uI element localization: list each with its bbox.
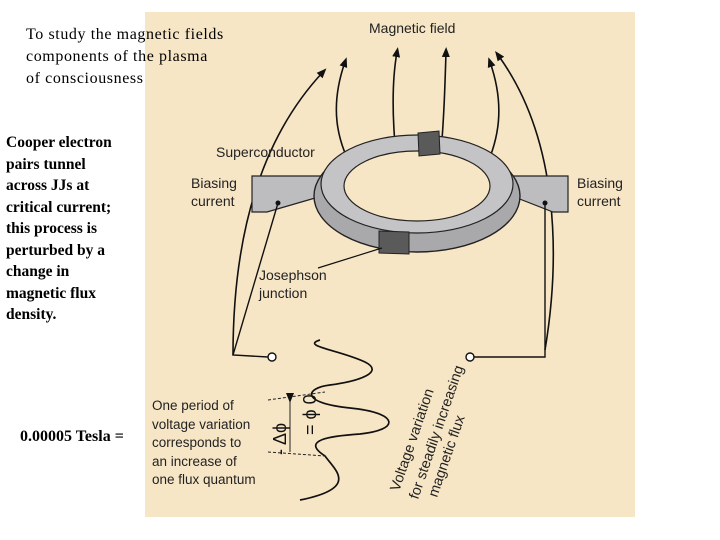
wire-right <box>474 203 546 358</box>
slide-title: To study the magnetic fields components … <box>26 26 224 87</box>
ring-hole <box>343 150 491 222</box>
josephson-junction-top <box>417 130 441 157</box>
terminal-right <box>465 352 475 362</box>
superconductor-ring <box>251 130 569 255</box>
ring-lead-left <box>251 175 323 213</box>
period-dashed-top <box>267 391 326 401</box>
period-markers <box>267 391 326 457</box>
josephson-junction-bottom <box>378 230 410 255</box>
biasing-current-left-label: Biasing current <box>191 175 237 209</box>
delta-phi-label: - Δϕ <box>270 423 290 455</box>
bias-wires <box>232 202 546 362</box>
biasing-current-right-label: Biasing current <box>577 175 623 209</box>
voltage-waveform <box>299 339 390 501</box>
voltage-variation-caption: Voltage variation for steadily increasin… <box>388 363 469 501</box>
superconductor-label: Superconductor <box>216 144 315 160</box>
field-line-outer-left <box>232 68 327 356</box>
terminal-left <box>267 352 277 362</box>
side-note: Cooper electron pairs tunnel across JJs … <box>6 134 112 323</box>
phi-labels: - Δϕ = ϕ 0 <box>270 394 320 455</box>
one-period-label: One period of voltage variation correspo… <box>152 398 256 487</box>
phi0-label: = ϕ 0 <box>300 394 320 435</box>
junction-pointer-line <box>317 247 383 269</box>
josephson-junction-label: Josephson junction <box>259 267 327 301</box>
tesla-note: 0.00005 Tesla = <box>20 428 124 445</box>
magnetic-field-label: Magnetic field <box>369 20 456 36</box>
wire-left <box>232 202 279 358</box>
period-dashed-bottom <box>267 451 326 457</box>
